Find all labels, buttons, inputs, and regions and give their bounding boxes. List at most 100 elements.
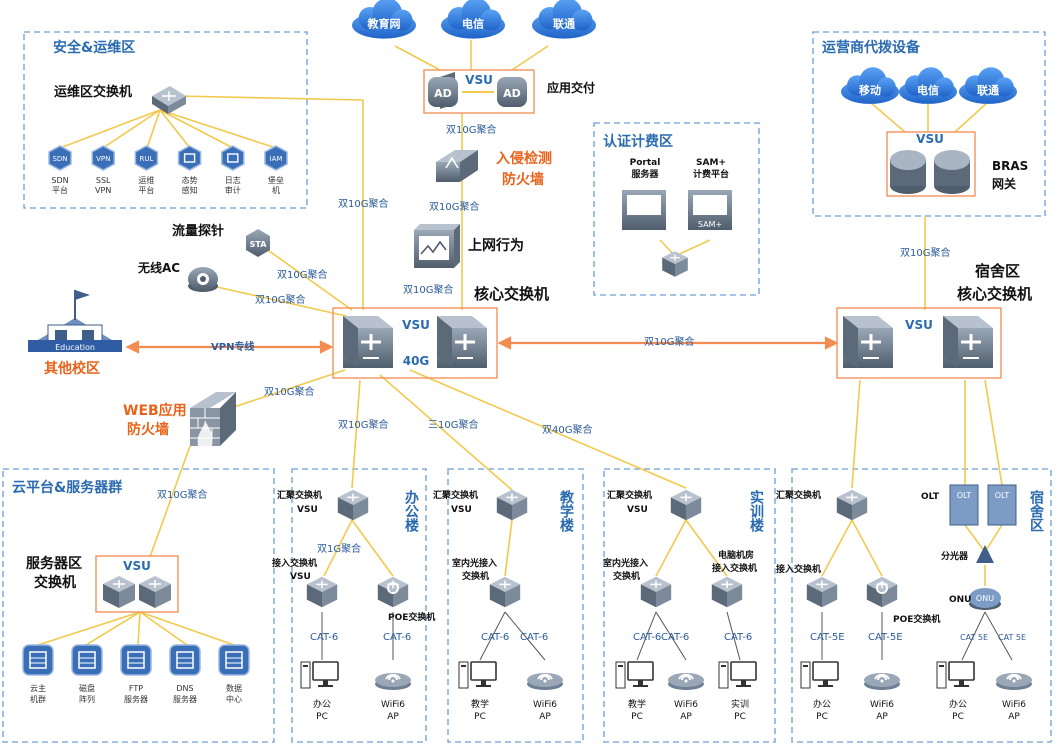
dorm-poe-switch[interactable] — [865, 575, 899, 609]
security-item-0[interactable]: SDN — [48, 145, 72, 171]
behavior-label: 上网行为 — [468, 237, 524, 254]
security-item-label2-2: 平台 — [138, 185, 154, 195]
dorm-onu-ap[interactable] — [995, 672, 1033, 691]
behavior-manager[interactable] — [414, 224, 460, 268]
security-item-4[interactable] — [221, 145, 245, 171]
auth-switch[interactable] — [661, 250, 689, 278]
training-lab-label-2: 接入交换机 — [712, 562, 757, 574]
security-item-label1-5: 堡垒 — [268, 175, 284, 185]
security-item-1[interactable]: VPN — [91, 145, 115, 171]
olt-right[interactable]: OLT — [987, 484, 1017, 526]
cloud-operator-0[interactable]: 移动 — [841, 67, 899, 104]
link-label-ops: 双10G聚合 — [338, 197, 388, 210]
security-item-label2-3: 感知 — [182, 185, 198, 195]
onu-device[interactable]: ONU — [969, 588, 1001, 610]
server-item-1[interactable] — [71, 644, 103, 676]
sta-label: STA — [250, 240, 268, 249]
security-item-icon-5: IAM — [270, 155, 283, 163]
office-agg-label-2: VSU — [297, 505, 318, 515]
server-item-3[interactable] — [169, 644, 201, 676]
ops-switch[interactable] — [152, 86, 186, 114]
link-label-office: 双10G聚合 — [338, 418, 388, 431]
ad-device-right[interactable]: AD — [497, 77, 527, 107]
cloud-top-1[interactable]: 电信 — [441, 0, 505, 39]
zone-title-teaching: 教学楼 — [558, 489, 574, 533]
dorm-ap-label-2: AP — [876, 712, 888, 722]
link-labels: 双10G聚合 双10G聚合 双10G聚合 双10G聚合 双10G聚合 双10G聚… — [157, 123, 950, 555]
dorm-agg-switch[interactable] — [836, 489, 868, 521]
dorm-onu-pc[interactable] — [936, 661, 975, 689]
training-ap-label-2: AP — [680, 712, 692, 722]
link-label-app: 双10G聚合 — [446, 123, 496, 136]
training-agg-switch[interactable] — [670, 489, 702, 521]
office-access-switch[interactable] — [305, 575, 339, 609]
splitter-icon[interactable] — [976, 545, 994, 563]
dorm-ap[interactable] — [863, 672, 901, 691]
security-item-label1-2: 运维 — [138, 175, 154, 185]
sam-label-2: 计费平台 — [693, 168, 729, 180]
link-label-probe: 双10G聚合 — [277, 268, 327, 281]
server-item-2[interactable] — [120, 644, 152, 676]
teaching-ap[interactable] — [526, 672, 564, 691]
cloud-top-2[interactable]: 联通 — [532, 0, 596, 39]
wireless-ac-label: 无线AC — [137, 260, 180, 275]
teaching-indoor-switch[interactable] — [488, 575, 522, 609]
dorm-access-label: 接入交换机 — [776, 563, 821, 575]
office-agg-switch[interactable] — [337, 489, 369, 521]
core-switch[interactable]: VSU 40G — [332, 307, 498, 379]
server-item-0[interactable] — [22, 644, 54, 676]
training-lab-pc-label-1: 实训 — [731, 698, 749, 710]
bras-label-2: 网关 — [992, 176, 1016, 191]
bras-vsu-label: VSU — [916, 132, 944, 146]
cable-office-pc: CAT-6 — [310, 632, 338, 643]
olt-icon-left: OLT — [957, 491, 972, 500]
cloud-operator-2-label: 联通 — [977, 83, 999, 97]
training-ap[interactable] — [667, 672, 705, 691]
bras-gateway[interactable]: VSU — [886, 131, 976, 197]
portal-label-2: 服务器 — [631, 168, 659, 180]
web-app-firewall[interactable] — [190, 392, 236, 446]
ips-firewall-label-2: 防火墙 — [502, 171, 544, 188]
other-campus-icon[interactable]: Education — [28, 290, 122, 352]
security-item-3[interactable] — [177, 145, 202, 171]
wireless-ac[interactable] — [188, 267, 218, 292]
office-pc[interactable] — [300, 661, 339, 689]
dorm-core-switch[interactable]: VSU — [836, 307, 1002, 379]
other-campus-label: 其他校区 — [44, 360, 100, 377]
dorm-pc[interactable] — [800, 661, 839, 689]
office-poe-label: POE交换机 — [388, 611, 435, 623]
office-poe-switch[interactable] — [376, 575, 410, 609]
sam-server[interactable]: SAM+ — [688, 190, 732, 230]
dorm-onu-pc-label-1: 办公 — [949, 698, 967, 710]
onu-icon-text: ONU — [976, 594, 994, 603]
training-indoor-switch[interactable] — [639, 575, 673, 609]
olt-left[interactable]: OLT — [949, 484, 979, 526]
server-vsu-label: VSU — [123, 559, 151, 573]
cloud-operator-1[interactable]: 电信 — [899, 67, 957, 104]
ad-device-left[interactable]: AD — [428, 72, 458, 109]
teaching-pc-label-2: PC — [474, 712, 486, 722]
cloud-top-0[interactable]: 教育网 — [352, 0, 416, 39]
teaching-pc[interactable] — [458, 661, 497, 689]
dorm-access-switch[interactable] — [805, 575, 839, 609]
server-item-4[interactable] — [218, 644, 250, 676]
portal-server[interactable] — [622, 190, 666, 230]
training-lab-switch[interactable] — [710, 575, 744, 609]
cloud-operator-2[interactable]: 联通 — [959, 67, 1017, 104]
security-item-2[interactable]: RUL — [134, 145, 159, 171]
ips-firewall[interactable] — [436, 150, 478, 182]
flow-probe[interactable]: STA — [246, 229, 270, 257]
dorm-onu-ap-label-2: AP — [1008, 712, 1020, 722]
server-item-label2-3: 服务器 — [173, 694, 197, 704]
sam-label-1: SAM+ — [696, 158, 726, 168]
teaching-agg-switch[interactable] — [496, 489, 528, 521]
server-switch[interactable]: VSU — [95, 555, 179, 613]
dorm-vsu-label: VSU — [905, 318, 933, 332]
training-pc[interactable] — [615, 661, 654, 689]
office-agg-label-1: 汇聚交换机 — [277, 489, 322, 501]
training-lab-pc[interactable] — [718, 661, 757, 689]
office-ap[interactable] — [374, 672, 412, 691]
security-item-5[interactable]: IAM — [264, 145, 288, 171]
